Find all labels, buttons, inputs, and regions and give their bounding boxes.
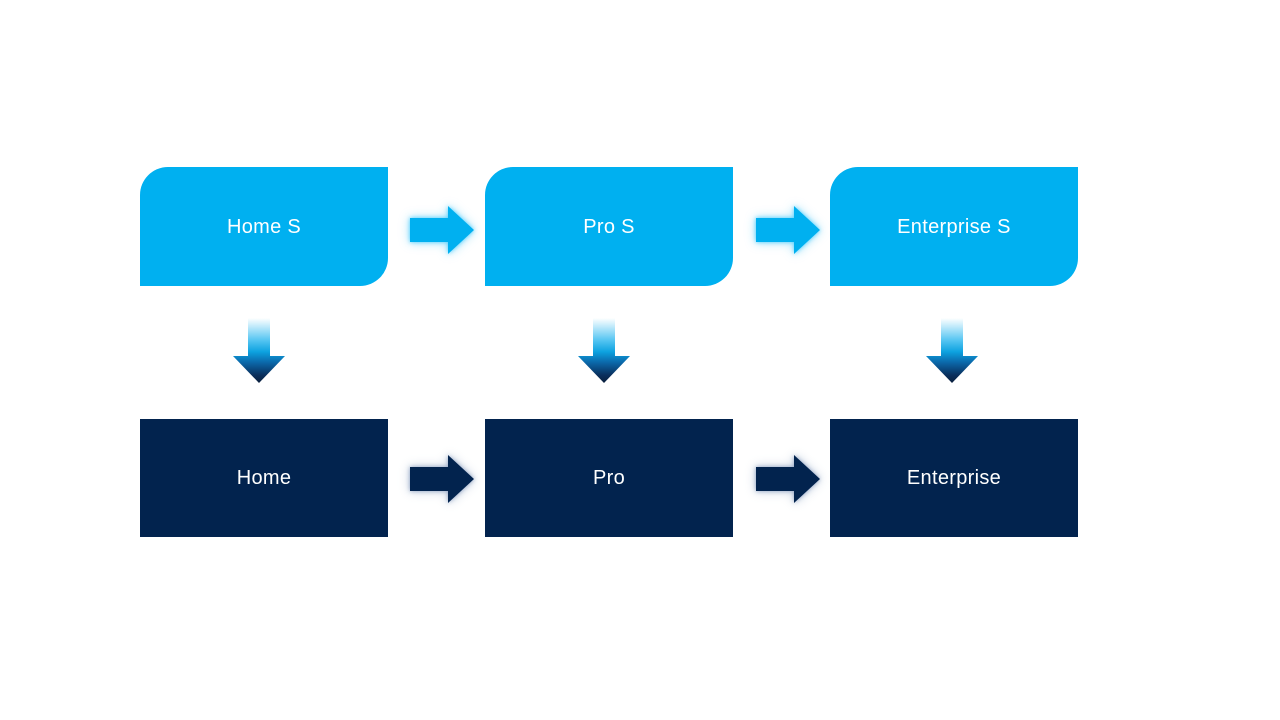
node-home: Home — [140, 419, 388, 537]
node-enterprise: Enterprise — [830, 419, 1078, 537]
right-arrow-icon — [756, 453, 822, 505]
node-enterprise-s-label: Enterprise S — [897, 215, 1011, 238]
node-pro-label: Pro — [592, 467, 626, 489]
down-arrow-icon — [924, 318, 980, 384]
down-arrow-icon — [576, 318, 632, 384]
node-enterprise-s: Enterprise S — [830, 167, 1078, 286]
node-home-label: Home — [236, 467, 292, 489]
node-pro-s-label: Pro S — [583, 215, 635, 238]
node-pro: Pro — [485, 419, 733, 537]
right-arrow-icon — [756, 204, 822, 256]
node-pro-s: Pro S — [485, 167, 733, 286]
right-arrow-icon — [410, 204, 476, 256]
node-home-s: Home S — [140, 167, 388, 286]
node-enterprise-label: Enterprise — [906, 467, 1002, 489]
right-arrow-icon — [410, 453, 476, 505]
node-home-s-label: Home S — [226, 215, 302, 238]
down-arrow-icon — [231, 318, 287, 384]
